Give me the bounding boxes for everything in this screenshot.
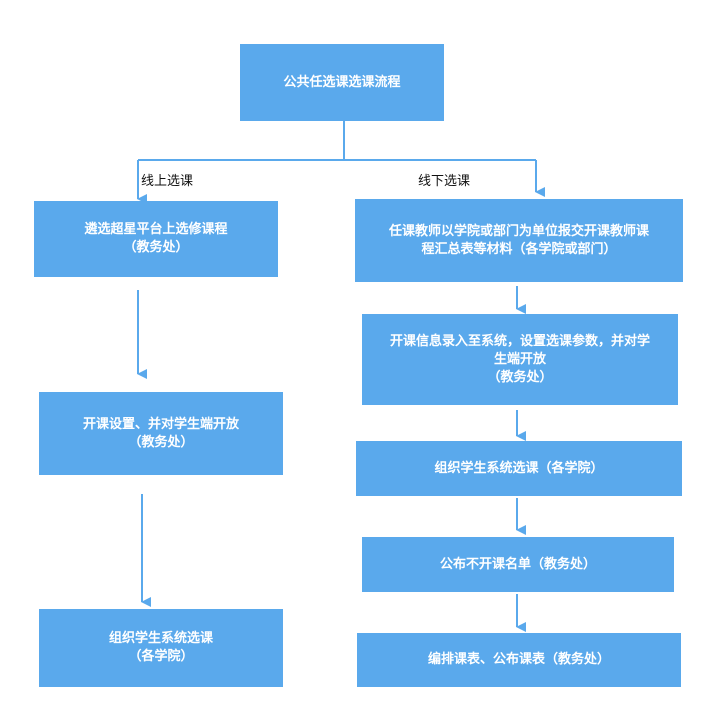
step-text-line: 遴选超星平台上选修课程 bbox=[84, 222, 228, 237]
offline-branch-label: 线下选课 bbox=[418, 174, 471, 189]
title-box: 公共任选课选课流程 bbox=[240, 44, 444, 121]
step-text-line: （教务处） bbox=[128, 434, 194, 450]
step-text-line: 组织学生系统选课 bbox=[108, 631, 213, 646]
step-text-line: 任课教师以学院或部门为单位报交开课教师课 bbox=[388, 223, 649, 239]
offline-step-2: 开课信息录入至系统，设置选课参数，并对学 生端开放 （教务处） bbox=[362, 314, 678, 405]
online-step-2: 开课设置、并对学生端开放 （教务处） bbox=[39, 392, 283, 475]
step-text-line: 程汇总表等材料（各学院或部门） bbox=[421, 241, 617, 257]
online-branch-label: 线上选课 bbox=[141, 174, 194, 189]
step-text-line: （各学院） bbox=[128, 649, 194, 664]
step-text-line: 开课设置、并对学生端开放 bbox=[82, 416, 239, 432]
offline-step-4: 公布不开课名单（教务处） bbox=[362, 537, 674, 592]
step-text-line: 生端开放 bbox=[493, 351, 546, 367]
step-text-line: 组织学生系统选课（各学院） bbox=[434, 460, 604, 476]
step-text-line: （教务处） bbox=[123, 240, 189, 255]
step-text-line: （教务处） bbox=[487, 369, 553, 385]
title-text: 公共任选课选课流程 bbox=[283, 74, 401, 90]
offline-step-5: 编排课表、公布课表（教务处） bbox=[357, 633, 681, 687]
offline-step-3: 组织学生系统选课（各学院） bbox=[356, 441, 682, 496]
step-text-line: 公布不开课名单（教务处） bbox=[439, 556, 596, 572]
online-step-3: 组织学生系统选课 （各学院） bbox=[39, 609, 283, 687]
online-step-1: 遴选超星平台上选修课程 （教务处） bbox=[34, 201, 278, 277]
step-text-line: 编排课表、公布课表（教务处） bbox=[427, 652, 610, 667]
step-text-line: 开课信息录入至系统，设置选课参数，并对学 bbox=[389, 333, 650, 349]
offline-step-1: 任课教师以学院或部门为单位报交开课教师课 程汇总表等材料（各学院或部门） bbox=[355, 199, 683, 282]
